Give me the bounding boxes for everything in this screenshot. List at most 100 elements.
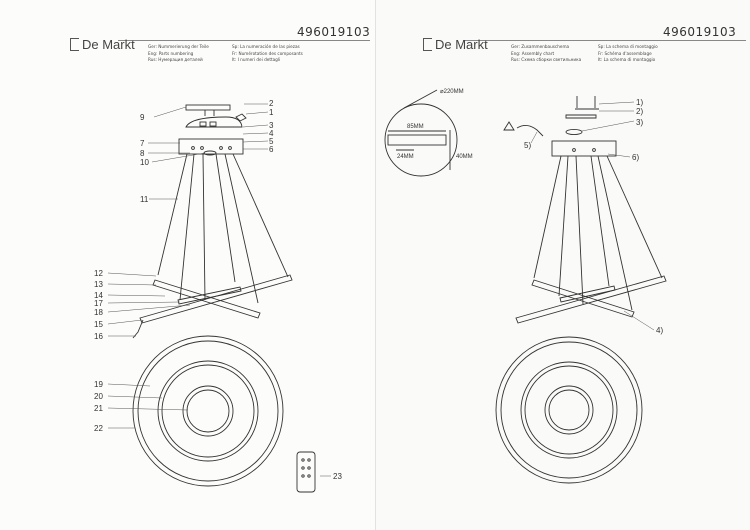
document-number: 496019103 (663, 25, 737, 39)
part-label-2: 2 (269, 99, 274, 108)
ring-inner-top-view (544, 385, 594, 435)
caption-eng: Eng: Parts numbering (148, 50, 194, 56)
dimension-depth: 40MM (456, 154, 473, 160)
part-label-9: 9 (140, 113, 145, 122)
caption-sp: Sp: La numeración de las piezas (232, 44, 300, 49)
part-label-13: 13 (94, 280, 103, 289)
dimension-diameter: ⌀220MM (440, 89, 464, 95)
ring-outer-top-view (132, 335, 284, 487)
part-label-16: 16 (94, 332, 103, 341)
ring-inner-top-view (182, 385, 234, 437)
caption-column-1: Ger: Zusammenbauschema Eng: Assembly cha… (511, 44, 581, 64)
step-label-2: 2) (636, 107, 643, 116)
part-label-4: 4 (269, 129, 274, 138)
suspension-cable (215, 153, 236, 283)
brand-name: De Markt (435, 37, 488, 52)
brand-mark-icon (423, 38, 432, 51)
suspension-cable (179, 153, 195, 301)
terminal-block-icon (235, 113, 247, 122)
suspension-cable (232, 153, 289, 278)
part-label-11: 11 (140, 195, 149, 204)
part-label-15: 15 (94, 320, 103, 329)
remote-button (301, 466, 305, 470)
caption-it: It: I numeri dei dettagli (232, 57, 281, 63)
caption-column-1: Ger: Nummerierung der Teile Eng: Parts n… (148, 44, 209, 64)
remote-button (301, 474, 305, 478)
caption-fr: Fr: Schéma d'assemblage (598, 50, 652, 56)
brand-mark-icon (70, 38, 79, 51)
driver-module (199, 121, 207, 127)
suspension-cable (224, 153, 259, 304)
cable-clamp (592, 148, 596, 152)
led-ring-large (152, 279, 261, 319)
brand-logo: De Markt (423, 37, 488, 52)
part-label-7: 7 (140, 139, 145, 148)
caption-column-2: Sp: La numeración de las piezas Fr: Numé… (232, 44, 303, 64)
canopy (185, 116, 243, 128)
led-ring-inner (559, 285, 616, 303)
caption-ger: Ger: Nummerierung der Teile (148, 44, 209, 49)
suspension-cable (558, 155, 569, 297)
ceiling-plate (178, 138, 244, 155)
caption-rus: Rus: Нумерация деталей (148, 57, 203, 63)
part-label-8: 8 (140, 149, 145, 158)
caption-it: It: La schema di montaggio (598, 57, 656, 63)
detail-magnifier (384, 103, 458, 177)
ring-outer-inner-edge (500, 341, 638, 479)
cable-clamp (200, 146, 204, 150)
part-label-18: 18 (94, 308, 103, 317)
part-label-6: 6 (269, 145, 274, 154)
suspension-cable (533, 155, 562, 279)
canopy-ring (565, 128, 583, 136)
caption-ger: Ger: Zusammenbauschema (511, 44, 570, 49)
part-label-19: 19 (94, 380, 103, 389)
mounting-bar (565, 114, 597, 119)
remote-button (307, 466, 311, 470)
ring-middle-inner-edge (161, 364, 255, 458)
part-label-20: 20 (94, 392, 103, 401)
part-label-17: 17 (94, 299, 103, 308)
part-label-12: 12 (94, 269, 103, 278)
step-label-6: 6) (632, 153, 639, 162)
step-label-3: 3) (636, 118, 643, 127)
led-ring-inner (177, 286, 242, 305)
step-label-5: 5) (524, 141, 531, 150)
assembly-chart-page: 496019103 De Markt Ger: Zusammenbauschem… (375, 0, 750, 530)
part-label-23: 23 (333, 472, 342, 481)
ring-middle-inner-edge (524, 365, 614, 455)
ring-middle-top-view (157, 360, 259, 462)
ring-middle-top-view (520, 361, 618, 459)
suspension-cable (590, 155, 610, 287)
suspension-cable (597, 155, 633, 311)
led-ring-outer (139, 274, 293, 324)
led-ring-large (531, 279, 635, 318)
led-ring-outer (515, 275, 667, 324)
ring-outer-inner-edge (137, 340, 279, 482)
assembly-diagram: ⌀220MM 85MM 24MM 40MM 1) 2) 3) 4) 5) 6) (384, 89, 667, 484)
part-label-5: 5 (269, 137, 274, 146)
remote-button (307, 474, 311, 478)
cable-clamp (191, 146, 195, 150)
dimension-hole: 24MM (397, 154, 414, 160)
mounting-bar (185, 104, 231, 111)
part-label-10: 10 (140, 158, 149, 167)
suspension-cable (202, 153, 206, 301)
ring-inner-inner-edge (186, 389, 230, 433)
parts-diagram: 9 7 8 10 11 12 13 14 17 18 15 16 19 20 2… (94, 99, 342, 493)
wiring-connection (516, 125, 544, 137)
part-label-14: 14 (94, 291, 103, 300)
document-number: 496019103 (297, 25, 371, 39)
suspension-cable (157, 153, 188, 276)
diameter-leader (403, 89, 438, 109)
caption-rus: Rus: Схема сборки светильника (511, 57, 582, 63)
dimension-width: 85MM (407, 124, 424, 130)
header-rule (463, 40, 746, 41)
caption-column-2: Sp: La schema di montaggio Fr: Schéma d'… (598, 44, 658, 64)
brand-name: De Markt (82, 37, 135, 52)
part-label-1: 1 (269, 108, 274, 117)
remote-control-icon (296, 451, 316, 493)
ceiling-plate (551, 140, 617, 157)
cable-clamp (219, 146, 223, 150)
caption-eng: Eng: Assembly chart (511, 50, 555, 56)
mounting-bar-detail (387, 134, 447, 146)
